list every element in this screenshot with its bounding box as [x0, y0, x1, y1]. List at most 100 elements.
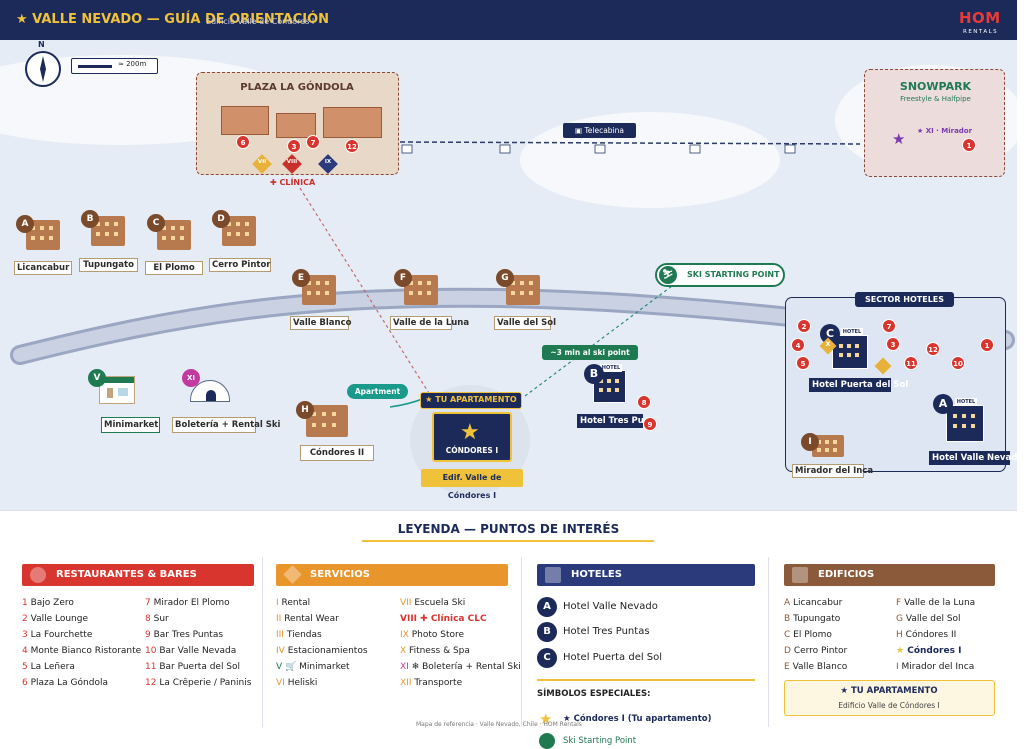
restaurant-marker[interactable]: 11 [904, 356, 918, 370]
restaurant-marker[interactable]: 4 [791, 338, 805, 352]
hotel-legend-marker: A [537, 597, 557, 617]
plaza-gondola-zone[interactable]: PLAZA LA GÓNDOLA 6 3 7 12 VII VIII IX [196, 72, 399, 175]
edificio-label: Edif. Valle de Cóndores I [421, 469, 523, 500]
building-label: Cóndores II [300, 445, 374, 461]
legend-item: G Valle del Sol [896, 614, 961, 624]
building-icon [812, 435, 844, 457]
restaurant-icon [30, 567, 46, 583]
snowpark-sub: Freestyle & Halfpipe [900, 95, 971, 103]
restaurant-marker[interactable]: 10 [951, 356, 965, 370]
hotel-tag: HOTEL [600, 364, 622, 372]
brand-logo: HOM [959, 9, 1001, 27]
legend-item: Hotel Valle Nevado [563, 601, 658, 612]
building-marker-g[interactable]: G [496, 269, 514, 287]
legend-hoteles-title: HOTELES [571, 569, 622, 580]
building-marker-d[interactable]: D [212, 210, 230, 228]
restaurant-marker[interactable]: 1 [980, 338, 994, 352]
plaza-building [221, 106, 269, 135]
ski-starting-point[interactable]: ⛷ SKI STARTING POINT [655, 263, 785, 287]
skier-icon: ⛷ [659, 266, 677, 284]
building-label: Valle del Sol [494, 316, 556, 330]
legend-title: LEYENDA — PUNTOS DE INTERÉS [397, 522, 620, 536]
divider [262, 557, 263, 727]
legend-item: 6 Plaza La Góndola [22, 678, 108, 688]
service-marker-label: VII [257, 159, 267, 165]
restaurant-marker[interactable]: 7 [306, 135, 320, 149]
legend-item: VIII ✚ Clínica CLC [400, 614, 487, 624]
legend-edificios-header: EDIFICIOS [784, 564, 995, 586]
hotel-legend-marker: C [537, 648, 557, 668]
star-icon: ★ [539, 710, 553, 728]
building-marker-i[interactable]: I [801, 433, 819, 451]
telecabina-label[interactable]: ▣ Telecabina [563, 123, 636, 138]
restaurant-marker[interactable]: 3 [287, 139, 301, 153]
building-marker-e[interactable]: E [292, 269, 310, 287]
shop-icon [99, 376, 135, 404]
hotel-legend-marker: B [537, 622, 557, 642]
hotel-icon [545, 567, 561, 583]
restaurant-marker[interactable]: 7 [882, 319, 896, 333]
restaurant-marker[interactable]: 12 [345, 139, 359, 153]
legend-item: I Mirador del Inca [896, 662, 975, 672]
legend-title-underline [362, 540, 654, 542]
restaurant-marker[interactable]: 12 [926, 342, 940, 356]
legend-item: H Cóndores II [896, 630, 957, 640]
plaza-title: PLAZA LA GÓNDOLA [240, 82, 354, 93]
building-marker-b[interactable]: B [81, 210, 99, 228]
snowpark-zone[interactable]: SNOWPARK Freestyle & Halfpipe ★ ★ XI · M… [864, 69, 1005, 177]
legend-item: III Tiendas [276, 630, 322, 640]
restaurant-marker[interactable]: 5 [796, 356, 810, 370]
snowpark-title: SNOWPARK [899, 80, 972, 93]
building-marker-c[interactable]: C [147, 214, 165, 232]
hotel-icon: HOTEL [946, 398, 984, 442]
legend-item: 3 La Fourchette [22, 630, 93, 640]
legend-item: B Tupungato [784, 614, 841, 624]
special-symbols-title: SÍMBOLOS ESPECIALES: [537, 689, 651, 699]
tu-apartamento-box: ★ TU APARTAMENTO Edificio Valle de Cóndo… [784, 680, 995, 716]
legend-item: F Valle de la Luna [896, 598, 976, 608]
restaurant-marker[interactable]: 1 [962, 138, 976, 152]
restaurant-marker[interactable]: 9 [643, 417, 657, 431]
gondola-icon: ▣ [574, 126, 585, 135]
hotel-label: Hotel Puerta del Sol [809, 378, 908, 392]
clinic-label[interactable]: ✚ CLÍNICA [270, 178, 316, 187]
service-marker-label: IX [324, 159, 332, 165]
legend-hoteles-header: HOTELES [537, 564, 755, 586]
map-scale: ≈ 200m [71, 58, 158, 74]
hotel-tag: HOTEL [955, 398, 977, 406]
hotel-icon: HOTEL [593, 364, 626, 403]
legend-item: 1 Bajo Zero [22, 598, 74, 608]
sector-hoteles-title: SECTOR HOTELES [855, 292, 954, 307]
restaurant-marker[interactable]: 6 [236, 135, 250, 149]
hotel-marker-b[interactable]: B [584, 364, 604, 384]
building-marker-a[interactable]: A [16, 215, 34, 233]
brand-logo-sub: RENTALS [963, 29, 999, 35]
scale-label: ≈ 200m [118, 60, 147, 68]
star-icon: ★ [892, 130, 906, 148]
restaurant-marker[interactable]: 2 [797, 319, 811, 333]
tu-apartamento-box-title: ★ TU APARTAMENTO [840, 686, 938, 696]
service-marker-xi[interactable]: XI [182, 369, 200, 387]
compass-icon [25, 51, 61, 87]
service-marker-v[interactable]: V [88, 369, 106, 387]
ski-time-badge: ~3 min al ski point [542, 345, 638, 360]
hotel-marker-a[interactable]: A [933, 394, 953, 414]
legend-item: 8 Sur [145, 614, 169, 624]
legend-item: E Valle Blanco [784, 662, 848, 672]
condores-i-building[interactable]: ★ CÓNDORES I [432, 412, 512, 462]
restaurant-marker[interactable]: 8 [637, 395, 651, 409]
legend-servicios-title: SERVICIOS [310, 569, 370, 580]
legend-item: X Fitness & Spa [400, 646, 470, 656]
legend-item: IV Estacionamientos [276, 646, 368, 656]
resort-map[interactable]: N ≈ 200m PLAZA LA GÓNDOLA 6 3 7 12 VII V… [0, 40, 1017, 510]
restaurant-marker[interactable]: 3 [886, 337, 900, 351]
diamond-icon [283, 565, 302, 584]
building-marker-f[interactable]: F [394, 269, 412, 287]
legend-item: 2 Valle Lounge [22, 614, 89, 624]
legend-item: A Licancabur [784, 598, 843, 608]
building-marker-h[interactable]: H [296, 401, 314, 419]
building-label: Licancabur [14, 261, 72, 275]
plaza-building [276, 113, 316, 138]
building-icon [302, 275, 336, 305]
legend-item: 7 Mirador El Plomo [145, 598, 230, 608]
